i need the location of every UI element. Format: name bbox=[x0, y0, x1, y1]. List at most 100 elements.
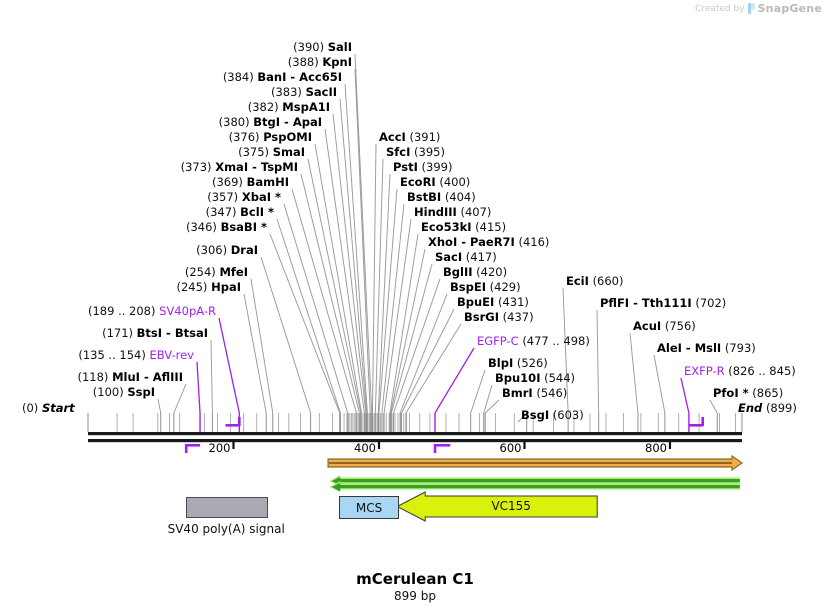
leader-line bbox=[405, 323, 462, 414]
site-name: BspEI bbox=[450, 280, 486, 294]
feature-green-arrow-1[interactable] bbox=[329, 475, 740, 486]
site-name: BtsI - BtsaI bbox=[136, 326, 208, 340]
site-label-eco53ki[interactable]: Eco53kI (415) bbox=[421, 221, 506, 234]
feature-vc155-arrow[interactable] bbox=[396, 491, 598, 522]
primer-mark-egfp-c[interactable] bbox=[433, 444, 451, 453]
site-name: SV40pA-R bbox=[159, 304, 216, 318]
site-label-bpu10i[interactable]: Bpu10I (544) bbox=[495, 372, 575, 385]
site-position: (171) bbox=[102, 326, 134, 340]
site-label-bsgi[interactable]: BsgI (603) bbox=[521, 409, 584, 422]
site-label-sfci[interactable]: SfcI (395) bbox=[386, 146, 445, 159]
site-label-bcli[interactable]: (347) BclI * bbox=[0, 206, 274, 219]
site-position: (420) bbox=[476, 265, 508, 279]
site-label-xbai[interactable]: (357) XbaI * bbox=[0, 191, 281, 204]
site-label-acui[interactable]: AcuI (756) bbox=[633, 320, 696, 333]
site-label-btsi-btsai[interactable]: (171) BtsI - BtsaI bbox=[0, 327, 208, 340]
feature-green-arrow-2[interactable] bbox=[329, 481, 740, 492]
mcs-feature[interactable]: MCS bbox=[338, 496, 400, 519]
site-label-blpi[interactable]: BlpI (526) bbox=[488, 357, 548, 370]
site-label-drai[interactable]: (306) DraI bbox=[0, 244, 258, 257]
leader-line bbox=[562, 287, 569, 414]
site-label-egfp-c[interactable]: EGFP-C (477 .. 498) bbox=[477, 335, 590, 348]
site-name: SspI bbox=[127, 385, 155, 399]
site-label-bglii[interactable]: BglII (420) bbox=[443, 266, 507, 279]
leader-line bbox=[383, 218, 412, 414]
ruler-bar-top bbox=[88, 432, 742, 436]
site-name: BmrI bbox=[502, 386, 533, 400]
site-label-bamhi[interactable]: (369) BamHI bbox=[0, 176, 289, 189]
site-label-ecori[interactable]: EcoRI (400) bbox=[400, 176, 470, 189]
leader-line bbox=[470, 369, 486, 414]
site-label-exfp-r[interactable]: EXFP-R (826 .. 845) bbox=[684, 365, 796, 378]
site-label-bani-acc65i[interactable]: (384) BanI - Acc65I bbox=[0, 71, 342, 84]
site-label-hindiii[interactable]: HindIII (407) bbox=[414, 206, 491, 219]
site-label-alei-msli[interactable]: AleI - MslI (793) bbox=[657, 342, 756, 355]
leader-line bbox=[300, 173, 360, 414]
site-label-xhoi-paer7i[interactable]: XhoI - PaeR7I (416) bbox=[428, 236, 549, 249]
site-position: (118) bbox=[77, 370, 109, 384]
site-position: (383) bbox=[270, 85, 302, 99]
axis-tick-label: 400 bbox=[354, 441, 376, 455]
site-position: (347) bbox=[205, 205, 237, 219]
site-label-acci[interactable]: AccI (391) bbox=[379, 131, 440, 144]
site-position: (404) bbox=[444, 190, 476, 204]
site-name: EciI bbox=[566, 274, 589, 288]
site-position: (826 .. 845) bbox=[728, 364, 796, 378]
feature-orange-arrow[interactable] bbox=[327, 454, 744, 472]
site-position: (399) bbox=[421, 160, 453, 174]
site-name: XbaI * bbox=[241, 190, 281, 204]
site-label-mlui-afliii[interactable]: (118) MluI - AflIII bbox=[0, 370, 184, 384]
site-label-mspa1i[interactable]: (382) MspA1I bbox=[0, 101, 330, 114]
site-label-sacii[interactable]: (383) SacII bbox=[0, 86, 337, 99]
site-label-ebv-rev[interactable]: (135 .. 154) EBV-rev bbox=[0, 349, 194, 362]
site-label-pflfi-tth111i[interactable]: PflFI - Tth111I (702) bbox=[600, 297, 726, 310]
site-label-hpai[interactable]: (245) HpaI bbox=[0, 281, 242, 294]
site-label-sali[interactable]: (390) SalI bbox=[0, 41, 352, 54]
site-label-sspi[interactable]: (100) SspI bbox=[0, 386, 155, 399]
sv40-polya-feature[interactable] bbox=[186, 497, 269, 518]
site-label-bsabi[interactable]: (346) BsaBI * bbox=[0, 221, 267, 234]
site-position: (388) bbox=[287, 55, 319, 69]
primer-mark-sv40pa-r[interactable] bbox=[225, 417, 241, 427]
site-label-bspei[interactable]: BspEI (429) bbox=[450, 281, 521, 294]
leader-line bbox=[173, 383, 187, 414]
site-label-xmai-tspmi[interactable]: (373) XmaI - TspMI bbox=[0, 161, 298, 174]
site-position: (395) bbox=[414, 145, 445, 159]
site-label-btgi-apai[interactable]: (380) BtgI - ApaI bbox=[0, 116, 322, 129]
site-label-bstbi[interactable]: BstBI (404) bbox=[407, 191, 476, 204]
site-label-bpuei[interactable]: BpuEI (431) bbox=[457, 296, 529, 309]
site-label-saci[interactable]: SacI (417) bbox=[435, 251, 497, 264]
site-label-kpni[interactable]: (388) KpnI bbox=[0, 56, 352, 69]
site-label-mfei[interactable]: (254) MfeI bbox=[0, 266, 248, 279]
site-name: BlpI bbox=[488, 356, 514, 370]
primer-mark-ebv-rev[interactable] bbox=[184, 444, 201, 453]
site-name: SmaI bbox=[272, 145, 305, 159]
site-position: (417) bbox=[465, 250, 497, 264]
site-label-pfoi[interactable]: PfoI * (865) bbox=[713, 387, 783, 400]
site-position: (702) bbox=[695, 296, 727, 310]
site-position: (390) bbox=[293, 40, 325, 54]
site-label-bsrgi[interactable]: BsrGI (437) bbox=[464, 311, 534, 324]
site-label-psti[interactable]: PstI (399) bbox=[393, 161, 452, 174]
leader-line bbox=[344, 83, 368, 414]
credit-prefix: Created by bbox=[695, 3, 745, 14]
site-label-smai[interactable]: (375) SmaI bbox=[0, 146, 305, 159]
site-position: (369) bbox=[211, 175, 243, 189]
leader-line bbox=[378, 188, 398, 414]
leader-line bbox=[629, 332, 639, 414]
site-name: BamHI bbox=[246, 175, 289, 189]
site-name: SacII bbox=[305, 85, 337, 99]
primer-tick bbox=[433, 444, 437, 453]
site-label-ecii[interactable]: EciI (660) bbox=[566, 275, 624, 288]
start-position: (0) bbox=[22, 401, 39, 415]
site-name: XmaI - TspMI bbox=[215, 160, 298, 174]
page-title: mCerulean C1 bbox=[356, 570, 474, 588]
site-label-pspomi[interactable]: (376) PspOMI bbox=[0, 131, 312, 144]
site-name: EBV-rev bbox=[149, 348, 194, 362]
site-label-sv40pa-r[interactable]: (189 .. 208) SV40pA-R bbox=[0, 305, 216, 318]
site-label-bmri[interactable]: BmrI (546) bbox=[502, 387, 567, 400]
site-position: (603) bbox=[552, 408, 584, 422]
primer-mark-exfp-r[interactable] bbox=[688, 417, 705, 427]
site-name: KpnI bbox=[322, 55, 352, 69]
leader-line bbox=[196, 361, 201, 414]
